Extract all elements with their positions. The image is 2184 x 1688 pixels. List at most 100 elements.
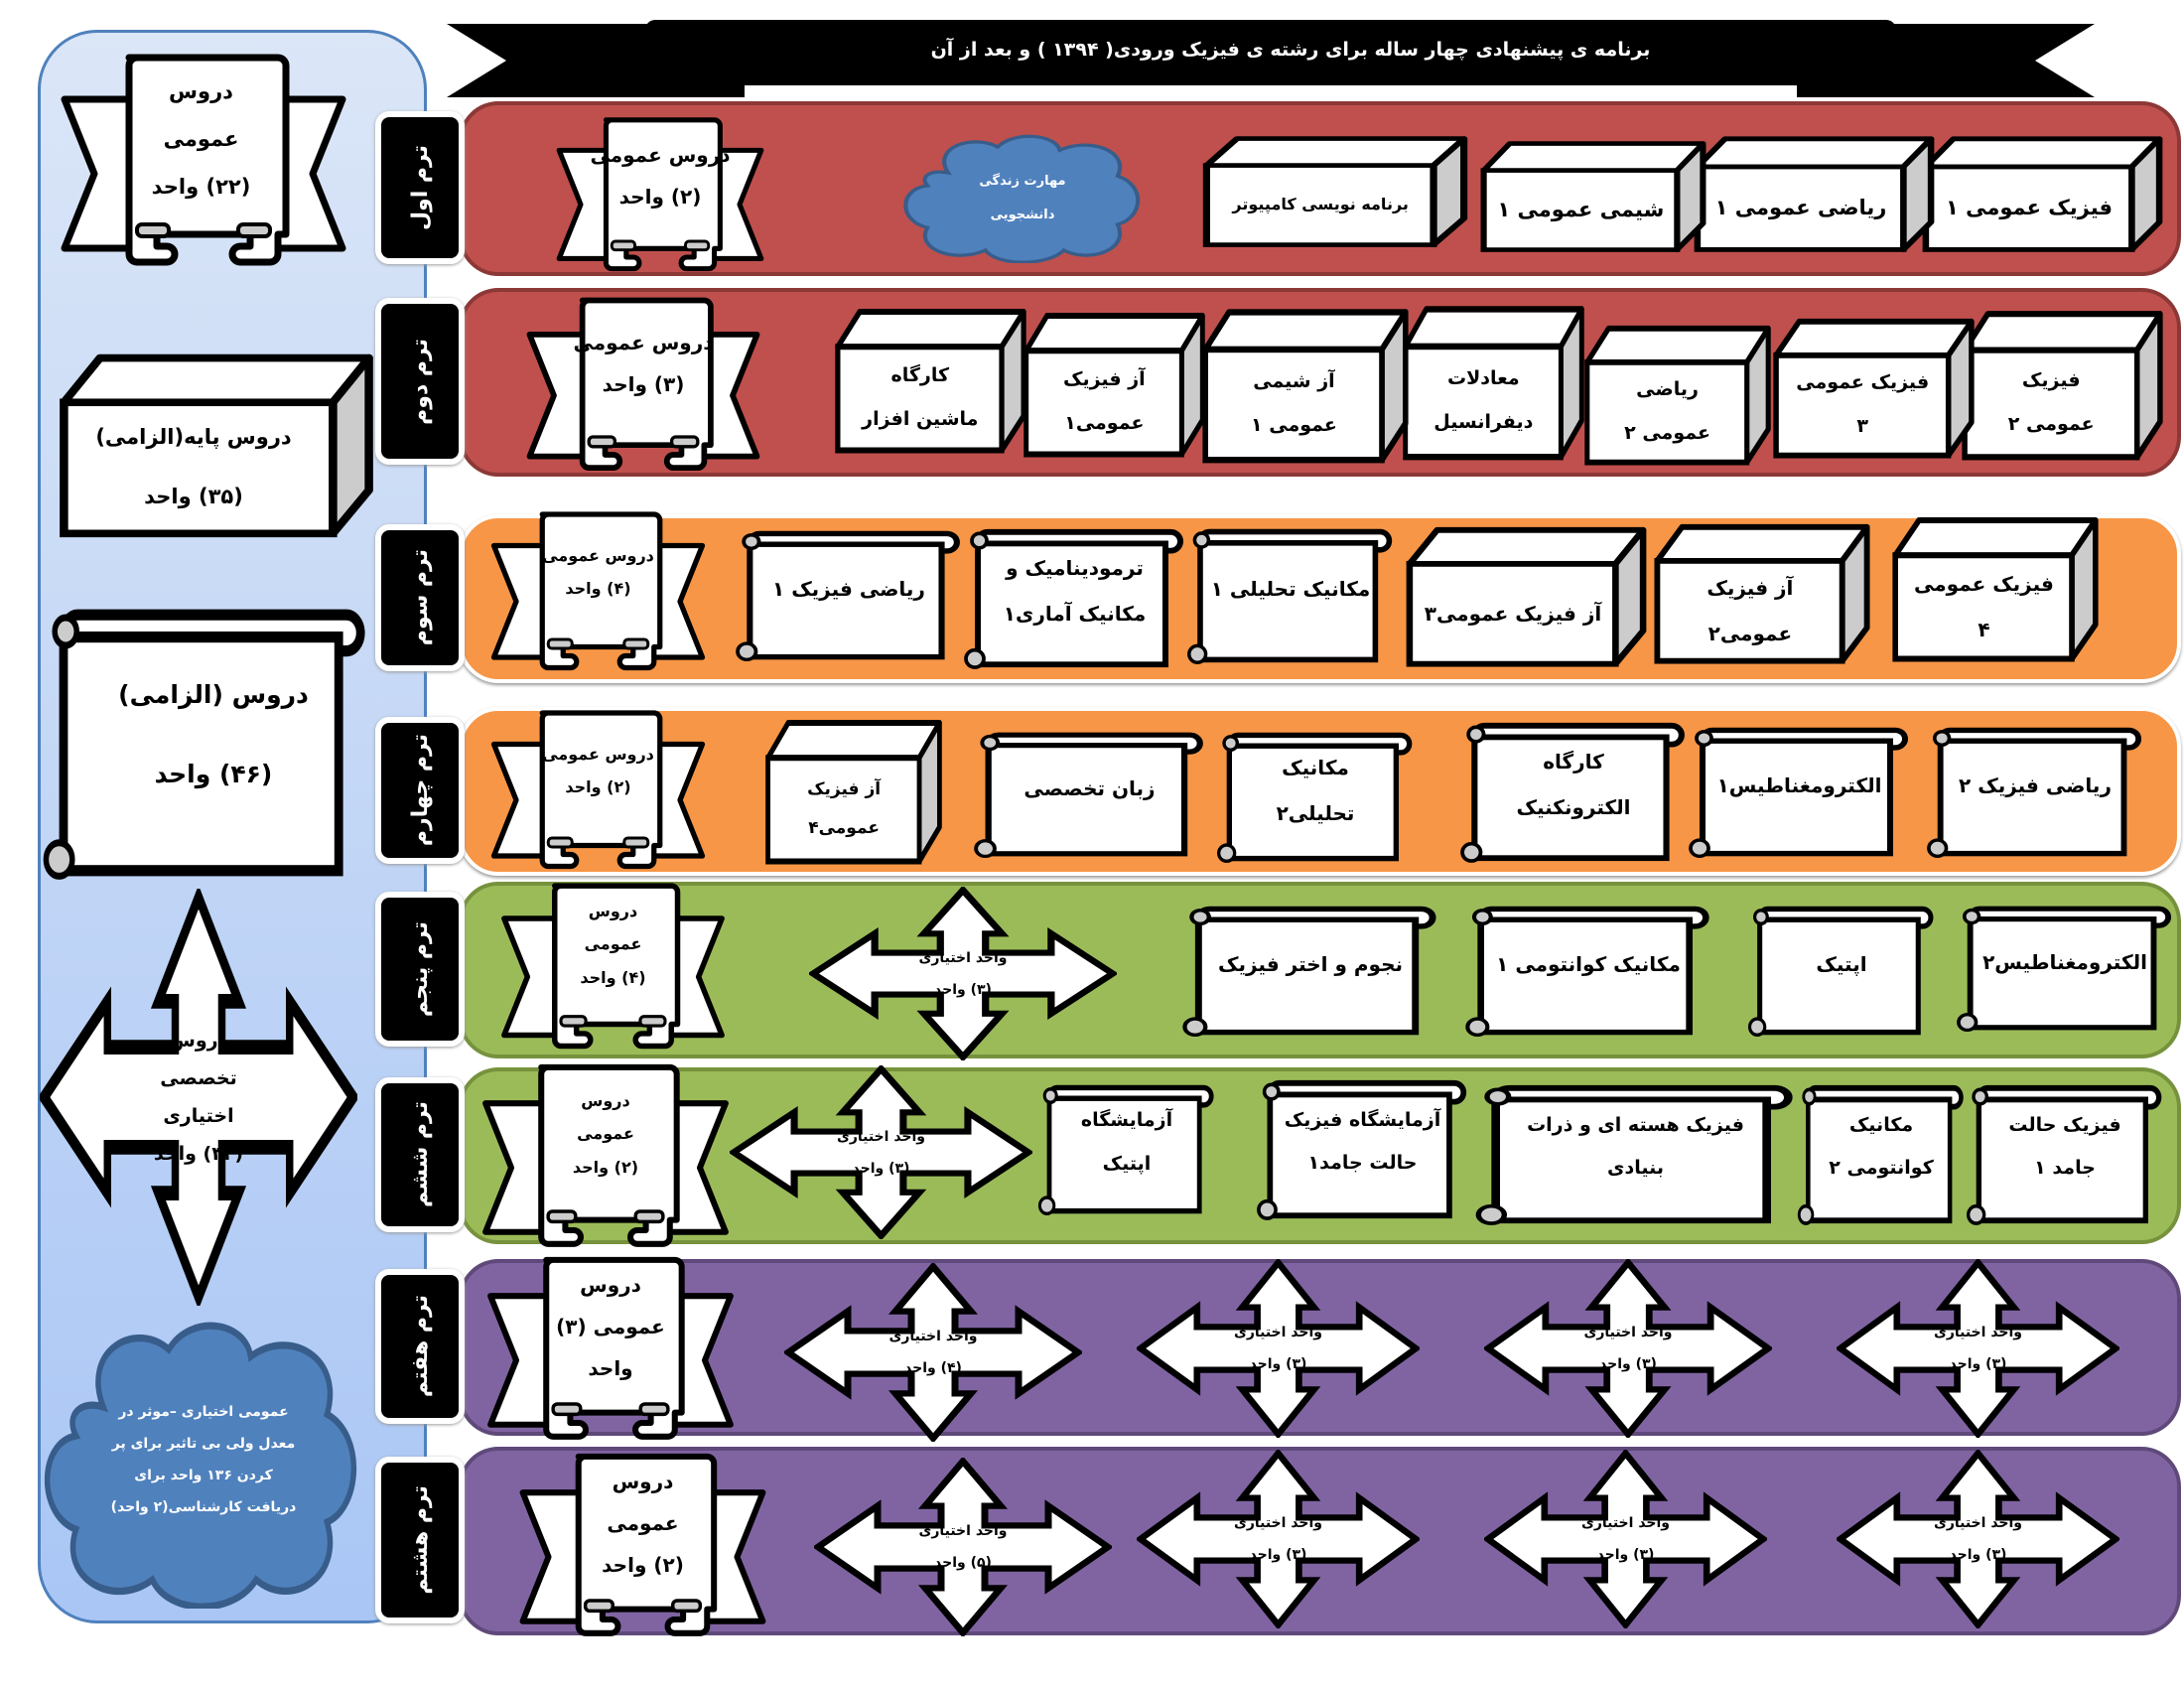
elective-unit-line1: واحد اختیاری xyxy=(918,1523,1008,1539)
elective-unit: واحد اختیاری(۳) واحد xyxy=(821,1118,942,1188)
course-card: مکانیک تحلیلی۲ xyxy=(1232,750,1399,830)
elective-unit-line2: (۳) واحد xyxy=(852,1160,910,1177)
course-card-line1: فیزیک هسته ای و ذرات xyxy=(1527,1113,1744,1136)
semester-label: ترم هشتم xyxy=(375,1457,465,1623)
course-card: کارگاه ماشین افزار xyxy=(840,348,1001,449)
course-card: فیزیک عمومی ۱ xyxy=(1928,168,2129,249)
course-card: نجوم و اختر فیزیک xyxy=(1202,923,1419,1004)
legend-basic: دروس پایه(الزامی) (۳۵) واحد xyxy=(60,397,328,536)
general-course-line3: (۲) واحد xyxy=(572,1157,639,1177)
general-course-line2: (۲) واحد xyxy=(602,1553,684,1578)
semester-label: ترم پنجم xyxy=(375,892,465,1047)
elective-unit-line1: واحد اختیاری xyxy=(1583,1325,1673,1340)
course-card: برنامه نویسی کامپیوتر xyxy=(1209,166,1432,243)
legend-elective-line4: (۳۳) واحد xyxy=(153,1143,244,1165)
semester-label: ترم هفتم xyxy=(375,1269,465,1424)
course-card-line1: آزمایشگاه xyxy=(1080,1109,1173,1132)
course-card-line1: الکترومغناطیس۲ xyxy=(1982,949,2147,974)
elective-unit-line2: (۳) واحد xyxy=(1249,1547,1307,1563)
course-card-line2: تحلیلی۲ xyxy=(1276,800,1355,825)
semester-label-text: ترم سوم xyxy=(407,549,433,646)
course-card-line1: مکانیک xyxy=(1282,755,1349,779)
general-course-line3: واحد xyxy=(588,1356,633,1381)
elective-unit-line1: واحد اختیاری xyxy=(1233,1325,1323,1340)
legend-general-line2: عمومی xyxy=(163,127,239,151)
semester-label: ترم دوم xyxy=(375,298,465,465)
elective-unit: واحد اختیاری(۳) واحد xyxy=(901,939,1024,1009)
course-card-line1: الکترومغناطیس۱ xyxy=(1716,773,1882,797)
course-card-line1: فیزیک عمومی xyxy=(1796,371,1930,394)
course-card-line1: اپتیک xyxy=(1816,951,1867,976)
course-card-line2: اپتیک xyxy=(1102,1152,1152,1175)
course-card-line1: ریاضی فیزیک ۱ xyxy=(772,576,925,601)
semester-label-text: ترم پنجم xyxy=(407,920,433,1018)
elective-unit-line2: (۳) واحد xyxy=(1599,1356,1657,1372)
general-course-line2: (۲) واحد xyxy=(565,777,631,797)
general-course-line1: دروس عمومی xyxy=(542,744,654,764)
general-course-line1: دروس عمومی xyxy=(607,1470,679,1536)
general-course-line2: (۳) واحد xyxy=(602,372,685,397)
course-card: فیزیک عمومی ۳ xyxy=(1778,356,1947,455)
course-card: آز فیزیک عمومی۳ xyxy=(1412,565,1613,663)
course-card-line2: عمومی۲ xyxy=(1707,621,1793,645)
semester-label-text: ترم دوم xyxy=(407,338,433,425)
course-card-line1: ریاضی عمومی ۱ xyxy=(1714,196,1887,220)
semester-label-text: ترم اول xyxy=(407,144,433,231)
course-card-line2: ۳ xyxy=(1856,414,1869,437)
general-course-line1: دروس عمومی xyxy=(590,143,731,168)
course-card-line1: مکانیک تحلیلی ۱ xyxy=(1210,577,1371,601)
course-card-line1: آز فیزیک xyxy=(807,778,882,799)
course-card-line1: زبان تخصصی xyxy=(1024,775,1156,800)
course-card-line2: ماشین افزار xyxy=(862,408,979,430)
legend-general-line3: (۲۲) واحد xyxy=(151,175,251,199)
general-course-line2: عمومی xyxy=(577,1124,634,1144)
elective-unit: واحد اختیاری (۳) واحد xyxy=(1222,1503,1335,1575)
elective-unit-line2: (۳) واحد xyxy=(1249,1356,1307,1372)
life-skills-cloud-line1: مهارت زندگی xyxy=(979,174,1066,189)
course-card-line1: آز فیزیک xyxy=(1062,368,1146,391)
general-course-line2: عمومی xyxy=(584,934,642,954)
legend-general: دروس عمومی (۲۲) واحد xyxy=(124,60,278,218)
elective-unit-line1: واحد اختیاری xyxy=(918,949,1008,966)
course-card: زبان تخصصی xyxy=(992,750,1187,827)
course-card-line2: مکانیک آماری۱ xyxy=(1003,602,1147,627)
course-card-line1: ریاضی xyxy=(1636,378,1699,401)
legend-required: دروس (الزامی) (۴۶) واحد xyxy=(79,645,347,824)
elective-unit-line1: واحد اختیاری xyxy=(1233,1515,1323,1531)
course-card-line1: کارگاه xyxy=(1543,750,1604,774)
legend-cloud-line1: عمومی اختیاری –موثر در xyxy=(118,1404,289,1420)
course-card-line1: شیمی عمومی ۱ xyxy=(1497,198,1665,222)
legend-basic-line2: (۳۵) واحد xyxy=(144,485,243,508)
course-card-line1: فیزیک xyxy=(2021,369,2081,392)
legend-cloud-line3: کردن ۱۳۶ واحد برای xyxy=(134,1468,273,1483)
elective-unit: واحد اختیاری (۳) واحد xyxy=(1222,1313,1335,1384)
legend-elective-line1: دروس xyxy=(169,1030,228,1052)
course-card-line2: عمومی۴ xyxy=(808,818,880,838)
course-card-line1: کارگاه xyxy=(890,364,950,387)
course-card-line1: ریاضی فیزیک ۲ xyxy=(1959,773,2112,797)
page-title: برنامه ی پیشنهادی چهار ساله برای رشته ی … xyxy=(930,39,1651,61)
elective-unit-line2: (۳) واحد xyxy=(1949,1356,2007,1372)
course-card-line1: نجوم و اختر فیزیک xyxy=(1217,951,1403,976)
elective-unit-line1: واحد اختیاری xyxy=(1933,1325,2023,1340)
legend-cloud-line4: دریافت کارشناسی(۲ واحد) xyxy=(110,1499,297,1515)
course-card-line1: برنامه نویسی کامپیوتر xyxy=(1232,194,1409,213)
legend-cloud-line2: معدل ولی بی تاثیر برای پر xyxy=(111,1436,296,1452)
course-card-line1: مکانیک کوانتومی ۱ xyxy=(1496,951,1681,976)
course-card-line2: عمومی ۱ xyxy=(1251,414,1337,437)
general-course-line1: دروس xyxy=(588,901,638,920)
elective-unit-line1: واحد اختیاری xyxy=(888,1329,978,1344)
